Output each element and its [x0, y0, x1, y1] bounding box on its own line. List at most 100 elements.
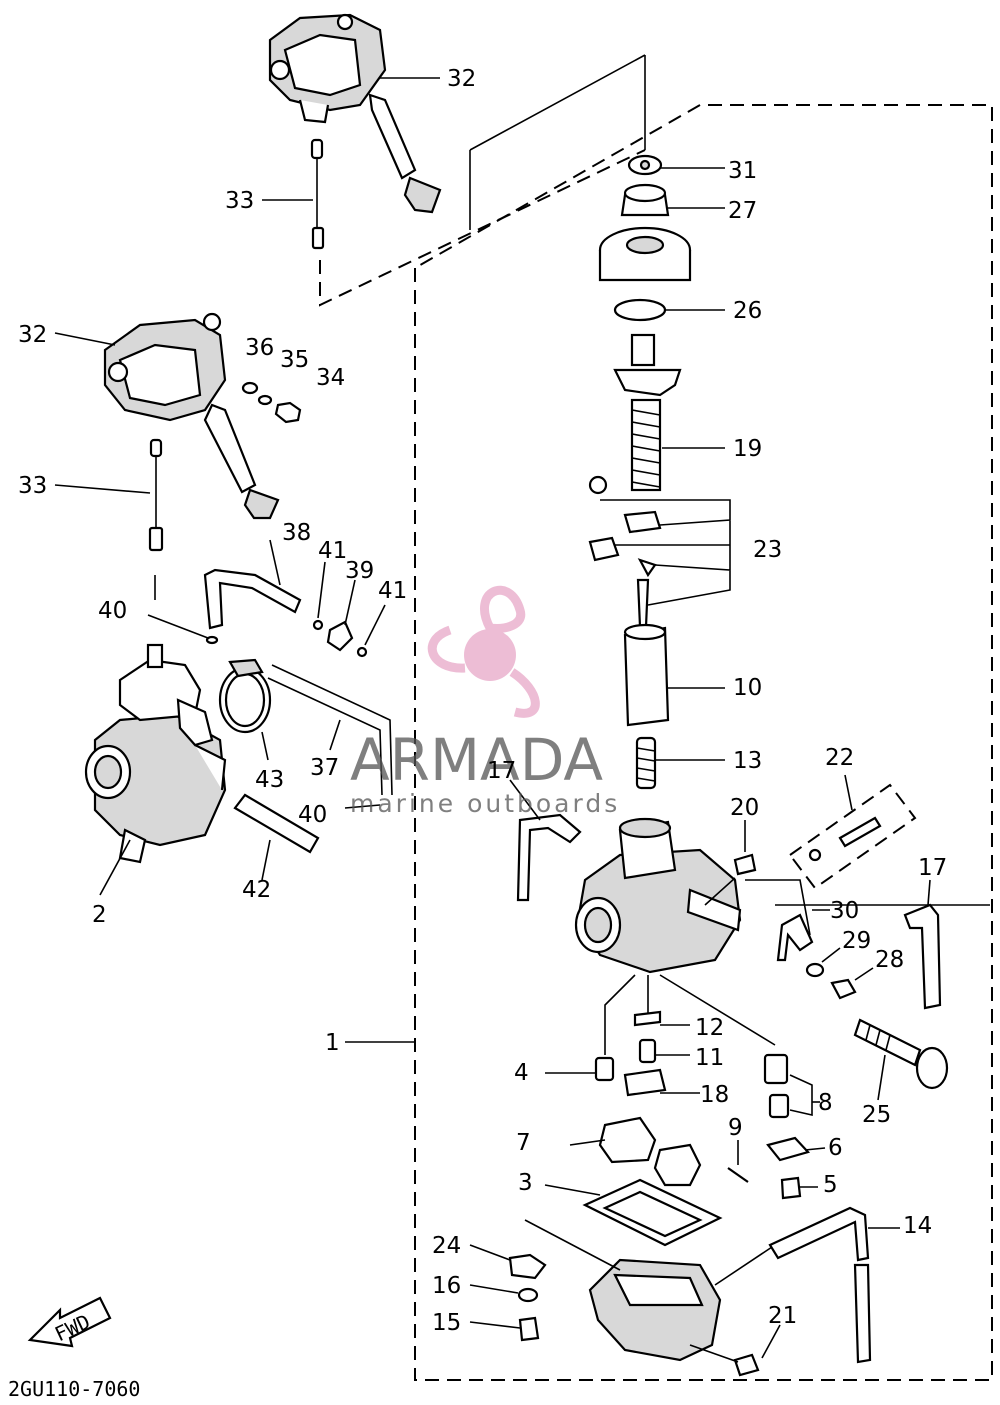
label-11: 11 [695, 1045, 724, 1071]
label-43: 43 [255, 767, 284, 793]
label-17a: 17 [487, 758, 516, 784]
pilot-screw [838, 816, 882, 848]
diagram-code: 2GU110-7060 [8, 1377, 140, 1401]
label-37: 37 [310, 755, 339, 781]
label-41b: 41 [378, 578, 407, 604]
carburetor-body-main [574, 817, 742, 974]
label-29: 29 [842, 928, 871, 954]
plug-4 [594, 1056, 615, 1082]
throttle-sensor-top [268, 13, 442, 214]
pilot-screw-box-22 [788, 783, 917, 890]
float-bowl [588, 1258, 722, 1362]
clip-41a [312, 619, 324, 631]
label-41a: 41 [318, 538, 347, 564]
nut-27 [620, 183, 670, 217]
label-18: 18 [700, 1082, 729, 1108]
bracket-30 [776, 913, 814, 962]
label-40a: 40 [98, 598, 127, 624]
label-15: 15 [432, 1310, 461, 1336]
throttle-sensor-left [103, 312, 280, 520]
label-26: 26 [733, 298, 762, 324]
hose-14 [768, 1206, 870, 1262]
cap-top [598, 226, 692, 282]
jet-20 [733, 853, 757, 876]
label-23: 23 [753, 537, 782, 563]
label-38: 38 [282, 520, 311, 546]
hose-42 [233, 793, 320, 854]
upper-leader-dash [319, 149, 646, 307]
choke-plunger-25 [853, 1018, 949, 1090]
label-1: 1 [325, 1030, 340, 1056]
top-cover [613, 333, 682, 397]
label-13: 13 [733, 748, 762, 774]
label-40b: 40 [298, 802, 327, 828]
washer-40 [205, 635, 219, 645]
assembly-boundary [414, 104, 993, 1381]
o-ring-26 [613, 298, 667, 322]
label-31: 31 [728, 158, 757, 184]
screw-21 [733, 1353, 760, 1377]
label-39: 39 [345, 558, 374, 584]
label-5: 5 [823, 1172, 838, 1198]
needle-holder-23 [588, 475, 662, 652]
screw-28 [830, 978, 857, 1000]
label-14: 14 [903, 1213, 932, 1239]
label-32b: 32 [18, 322, 47, 348]
screw-15 [518, 1316, 540, 1342]
holder-18 [623, 1068, 667, 1097]
hose-17-left [516, 813, 582, 902]
watermark-brand: ARMADA [350, 726, 603, 794]
gasket-3 [582, 1178, 723, 1247]
hose-clamp-43 [218, 658, 272, 734]
hose-17-right [903, 903, 942, 1010]
label-28: 28 [875, 947, 904, 973]
label-2: 2 [92, 902, 107, 928]
throttle-valve-10 [623, 623, 670, 727]
forward-arrow-icon: FWD [27, 1296, 112, 1348]
label-4: 4 [514, 1060, 529, 1086]
label-33a: 33 [225, 188, 254, 214]
label-27: 27 [728, 198, 757, 224]
label-17b: 17 [918, 855, 947, 881]
label-30: 30 [830, 898, 859, 924]
fitting-39 [326, 620, 354, 652]
label-3: 3 [518, 1170, 533, 1196]
label-6: 6 [828, 1135, 843, 1161]
label-20: 20 [730, 795, 759, 821]
label-22: 22 [825, 745, 854, 771]
label-32a: 32 [447, 66, 476, 92]
washer-12 [633, 1010, 662, 1027]
jet-11 [638, 1038, 657, 1064]
clip-41b [356, 646, 368, 658]
label-24: 24 [432, 1233, 461, 1259]
screw-5 [780, 1176, 802, 1200]
spring-19 [630, 398, 662, 492]
label-8: 8 [818, 1090, 833, 1116]
label-35: 35 [280, 347, 309, 373]
washer-29 [805, 962, 825, 978]
label-10: 10 [733, 675, 762, 701]
carburetor-assembly-left [84, 643, 227, 864]
label-16: 16 [432, 1273, 461, 1299]
rod-top [310, 138, 325, 250]
washer-36 [241, 381, 259, 395]
main-jet-8 [763, 1053, 790, 1119]
pin-9 [727, 1167, 749, 1183]
sensor-link-line [469, 54, 646, 151]
holder-24 [508, 1253, 547, 1280]
float-7 [598, 1116, 702, 1187]
label-19: 19 [733, 436, 762, 462]
rod-left [148, 438, 164, 552]
label-12: 12 [695, 1015, 724, 1041]
hose-38 [203, 568, 302, 630]
label-36: 36 [245, 335, 274, 361]
label-21: 21 [768, 1303, 797, 1329]
screw-34 [274, 401, 302, 424]
plate-6 [766, 1136, 811, 1162]
label-33b: 33 [18, 473, 47, 499]
needle-jet-13 [635, 736, 657, 790]
hose-37 [267, 664, 393, 796]
armada-logo-icon [427, 585, 540, 718]
label-25: 25 [862, 1102, 891, 1128]
